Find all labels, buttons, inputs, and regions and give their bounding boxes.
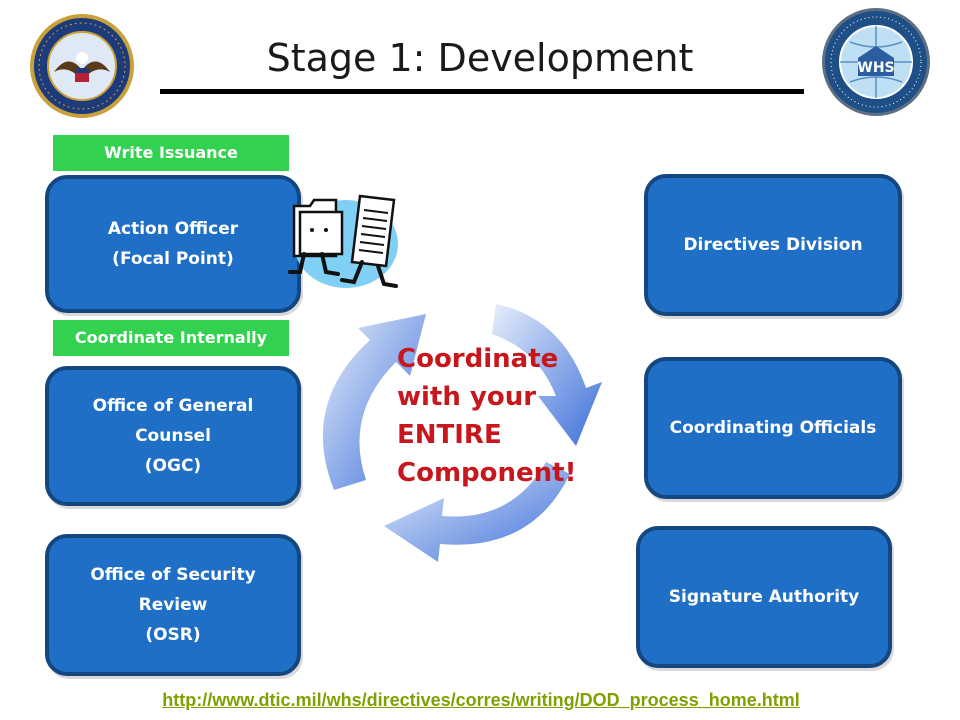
ogc-box[interactable]: Office of General Counsel (OGC) <box>45 366 301 506</box>
directives-division-box[interactable]: Directives Division <box>644 174 902 316</box>
coordinate-message-line-4: Component! <box>397 458 577 488</box>
page-title: Stage 1: Development <box>266 36 694 80</box>
process-home-link[interactable]: http://www.dtic.mil/whs/directives/corre… <box>162 690 800 710</box>
osr-line-3: (OSR) <box>145 625 201 645</box>
coordinate-internally-label: Coordinate Internally <box>53 320 289 356</box>
directives-division-label: Directives Division <box>683 235 863 255</box>
coordinate-message-line-1: Coordinate <box>397 344 559 374</box>
osr-box[interactable]: Office of Security Review (OSR) <box>45 534 301 676</box>
signature-authority-box[interactable]: Signature Authority <box>636 526 892 668</box>
ogc-line-2: Counsel <box>135 426 211 446</box>
walking-documents-icon <box>282 182 432 294</box>
coordinate-message-line-3: ENTIRE <box>397 420 502 450</box>
ogc-line-1: Office of General <box>92 396 254 416</box>
coordinate-message-line-2: with your <box>397 382 537 412</box>
write-issuance-label: Write Issuance <box>53 135 289 171</box>
svg-text:WHS: WHS <box>857 60 894 76</box>
action-officer-line-2: (Focal Point) <box>112 249 234 269</box>
cycle-arrows-icon <box>300 278 620 574</box>
osr-line-2: Review <box>138 595 208 615</box>
whs-seal-icon: WHS <box>820 6 932 118</box>
dod-seal-icon <box>28 12 136 120</box>
osr-line-1: Office of Security <box>90 565 256 585</box>
ogc-line-3: (OGC) <box>144 456 202 476</box>
title-underline <box>160 89 804 94</box>
coordinate-message: Coordinate with your ENTIRE Component! <box>397 340 576 492</box>
action-officer-line-1: Action Officer <box>107 219 239 239</box>
signature-authority-label: Signature Authority <box>668 587 860 607</box>
coordinating-officials-label: Coordinating Officials <box>669 418 877 438</box>
action-officer-box[interactable]: Action Officer (Focal Point) <box>45 175 301 313</box>
coordinating-officials-box[interactable]: Coordinating Officials <box>644 357 902 499</box>
